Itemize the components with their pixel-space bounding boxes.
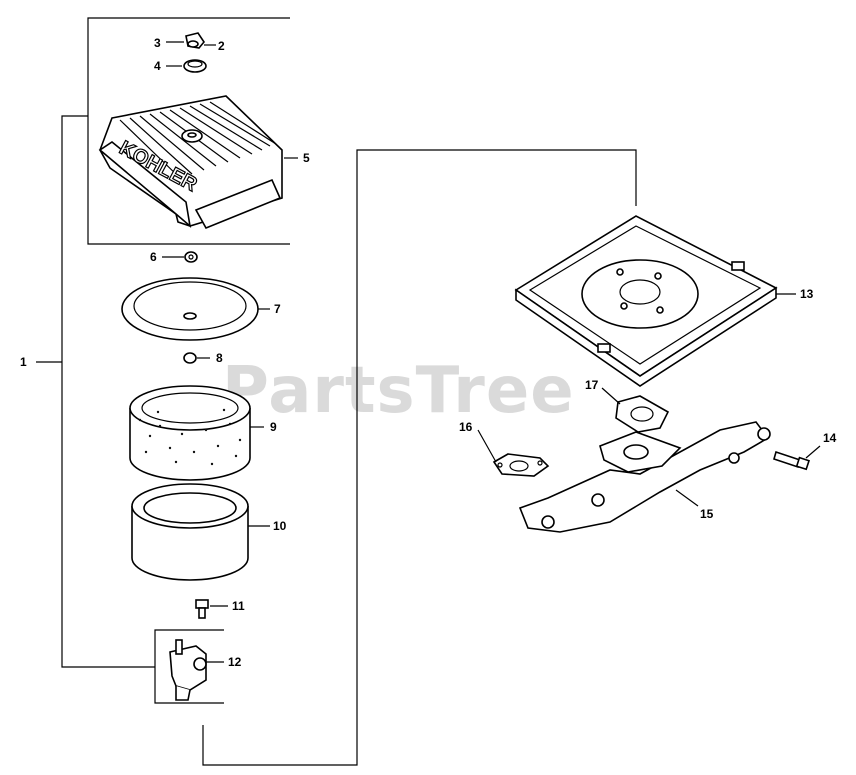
precleaner-part[interactable] (129, 385, 251, 481)
assembly-bracket-lines (36, 17, 637, 766)
grommet-part[interactable] (183, 352, 197, 364)
callout-15: 15 (700, 507, 714, 521)
callout-2: 2 (218, 39, 225, 53)
callout-14: 14 (823, 431, 837, 445)
callout-3: 3 (154, 36, 161, 50)
bracket-part[interactable] (169, 639, 207, 701)
callout-7: 7 (274, 302, 281, 316)
callout-4: 4 (154, 59, 161, 73)
gasket-part-17[interactable] (615, 395, 670, 433)
gasket-part-16[interactable] (492, 453, 550, 477)
wing-nut-part[interactable] (185, 32, 205, 49)
seal-ring-part[interactable] (183, 59, 207, 73)
callout-16: 16 (459, 420, 473, 434)
air-cleaner-base-tray-part[interactable] (514, 215, 778, 387)
intake-elbow-part[interactable] (518, 421, 771, 533)
callout-6: 6 (150, 250, 157, 264)
callout-1: 1 (20, 355, 27, 369)
watermark: PartsTree (222, 354, 575, 428)
callout-10: 10 (273, 519, 287, 533)
callout-8: 8 (216, 351, 223, 365)
callout-11: 11 (232, 599, 245, 613)
callout-12: 12 (228, 655, 242, 669)
callout-5: 5 (303, 151, 310, 165)
callout-13: 13 (800, 287, 814, 301)
callout-17: 17 (585, 378, 599, 392)
bolt-part-14[interactable] (773, 450, 810, 471)
air-cleaner-cover-part[interactable]: KOHLER (98, 95, 283, 230)
screw-part-11[interactable] (195, 599, 209, 619)
cleaner-base-disc-part[interactable] (121, 277, 259, 341)
nut-part-6[interactable] (184, 251, 198, 263)
callout-9: 9 (270, 420, 277, 434)
leader-lines (162, 41, 821, 663)
callouts: 1 2 3 4 5 6 7 8 9 10 11 12 13 14 15 16 1… (20, 36, 837, 669)
filter-element-part[interactable] (131, 483, 249, 581)
